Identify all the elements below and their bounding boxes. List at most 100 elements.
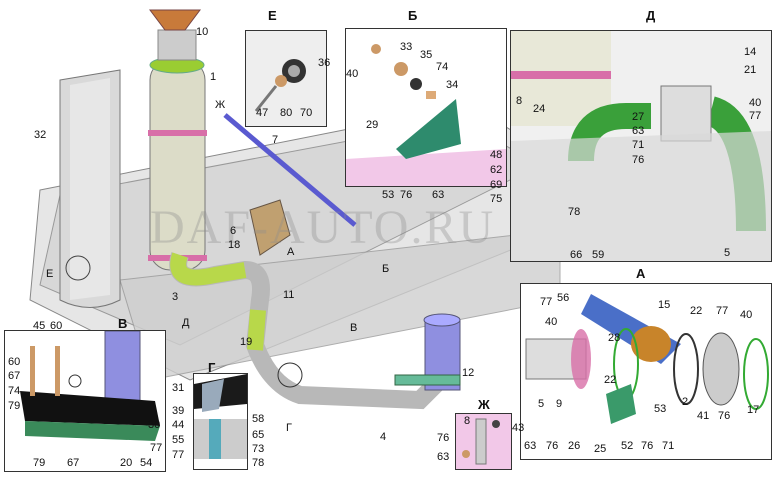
callout-e-70: 70 bbox=[300, 107, 313, 119]
callout-a-52: 52 bbox=[621, 440, 634, 452]
callout-zh: Ж bbox=[215, 99, 226, 111]
callout-v-67-2: 67 bbox=[67, 457, 80, 469]
callout-v-60-1: 60 bbox=[50, 320, 63, 332]
view-d-title: Д bbox=[646, 8, 656, 23]
callout-v-79-1: 79 bbox=[8, 400, 21, 412]
callout-a-28: 28 bbox=[608, 332, 621, 344]
callout-zh-63: 63 bbox=[437, 451, 450, 463]
view-zh-title: Ж bbox=[478, 397, 490, 412]
callout-a-40-2: 40 bbox=[545, 316, 558, 328]
callout-d-66: 66 bbox=[570, 249, 583, 261]
callout-d-21: 21 bbox=[744, 64, 757, 76]
callout-a-76-3: 76 bbox=[641, 440, 654, 452]
callout-g: Г bbox=[286, 422, 292, 434]
callout-g-39: 39 bbox=[172, 405, 185, 417]
callout-19: 19 bbox=[240, 336, 253, 348]
inset-view-v bbox=[4, 330, 166, 472]
callout-a-26: 26 bbox=[568, 440, 581, 452]
callout-d-27: 27 bbox=[632, 111, 645, 123]
callout-zh-8: 8 bbox=[464, 415, 471, 427]
callout-7: 7 bbox=[272, 134, 279, 146]
callout-v-79-2: 79 bbox=[33, 457, 46, 469]
inset-view-zh bbox=[455, 413, 512, 470]
pipe-bracket bbox=[249, 199, 291, 256]
callout-a-76-1: 76 bbox=[718, 410, 731, 422]
callout-11: 11 bbox=[283, 289, 295, 301]
callout-18: 18 bbox=[228, 239, 241, 251]
callout-g-44: 44 bbox=[172, 419, 185, 431]
callout-a-25: 25 bbox=[594, 443, 607, 455]
callout-d: Д bbox=[182, 317, 190, 329]
callout-d-71: 71 bbox=[632, 139, 645, 151]
callout-d-5: 5 bbox=[724, 247, 731, 259]
callout-a-63: 63 bbox=[524, 440, 537, 452]
inset-view-b bbox=[345, 28, 507, 187]
callout-12: 12 bbox=[462, 367, 475, 379]
callout-d-69: 69 bbox=[490, 179, 503, 191]
view-v-title: В bbox=[118, 316, 128, 331]
callout-g-78: 78 bbox=[252, 457, 265, 469]
detail-circle-g bbox=[277, 362, 303, 388]
callout-a-76-2: 76 bbox=[546, 440, 559, 452]
callout-v-74: 74 bbox=[8, 385, 21, 397]
callout-g-65: 65 bbox=[252, 429, 265, 441]
callout-b-76: 76 bbox=[400, 189, 413, 201]
callout-g-77: 77 bbox=[172, 449, 185, 461]
callout-e-47: 47 bbox=[256, 107, 269, 119]
callout-a: А bbox=[287, 246, 295, 258]
callout-a-71: 71 bbox=[662, 440, 675, 452]
callout-v-20: 20 bbox=[120, 457, 133, 469]
callout-6: 6 bbox=[230, 225, 237, 237]
inset-view-d bbox=[510, 30, 772, 262]
callout-v-30: 30 bbox=[148, 419, 161, 431]
inset-view-g bbox=[193, 373, 248, 470]
callout-a-17: 17 bbox=[747, 404, 760, 416]
callout-d-77: 77 bbox=[749, 110, 762, 122]
callout-b-63: 63 bbox=[432, 189, 445, 201]
view-e-title: Е bbox=[268, 8, 277, 23]
view-g-title: Г bbox=[208, 360, 216, 375]
callout-e-80: 80 bbox=[280, 107, 293, 119]
callout-b: Б bbox=[382, 263, 390, 275]
inset-view-a bbox=[520, 283, 772, 460]
callout-d-59: 59 bbox=[592, 249, 605, 261]
callout-a-53: 53 bbox=[654, 403, 667, 415]
callout-a-77-2: 77 bbox=[716, 305, 729, 317]
callout-e-36: 36 bbox=[318, 57, 331, 69]
callout-b-40: 40 bbox=[346, 68, 359, 80]
callout-d-63: 63 bbox=[632, 125, 645, 137]
callout-1: 1 bbox=[210, 71, 217, 83]
callout-v-60-2: 60 bbox=[8, 356, 21, 368]
callout-g-31: 31 bbox=[172, 382, 185, 394]
view-b-title: Б bbox=[408, 8, 418, 23]
callout-4: 4 bbox=[380, 431, 387, 443]
inset-view-e bbox=[245, 30, 327, 127]
callout-b-74: 74 bbox=[436, 61, 449, 73]
callout-3: 3 bbox=[172, 291, 179, 303]
silencer-band-1 bbox=[148, 130, 207, 136]
view-a-title: А bbox=[636, 266, 646, 281]
detail-circle-e bbox=[65, 255, 91, 281]
callout-d-75: 75 bbox=[490, 193, 503, 205]
callout-d-76: 76 bbox=[632, 154, 645, 166]
callout-v: В bbox=[350, 322, 358, 334]
callout-a-22-1: 22 bbox=[690, 305, 703, 317]
callout-d-14: 14 bbox=[744, 46, 757, 58]
stay-rod bbox=[223, 113, 357, 227]
callout-b-53: 53 bbox=[382, 189, 395, 201]
callout-b-34: 34 bbox=[446, 79, 459, 91]
callout-a-5: 5 bbox=[538, 398, 545, 410]
callout-a-9: 9 bbox=[556, 398, 563, 410]
callout-d-8: 8 bbox=[516, 95, 523, 107]
callout-a-41: 41 bbox=[697, 410, 710, 422]
callout-a-40-1: 40 bbox=[740, 309, 753, 321]
callout-d-78: 78 bbox=[568, 206, 581, 218]
callout-v-77: 77 bbox=[150, 442, 163, 454]
callout-g-73: 73 bbox=[252, 443, 265, 455]
callout-g-58: 58 bbox=[252, 413, 265, 425]
callout-a-56: 56 bbox=[557, 292, 570, 304]
callout-b-35: 35 bbox=[420, 49, 433, 61]
callout-d-48: 48 bbox=[490, 149, 503, 161]
watermark: DAF-AUTO.RU bbox=[150, 201, 496, 254]
callout-v-54: 54 bbox=[140, 457, 153, 469]
